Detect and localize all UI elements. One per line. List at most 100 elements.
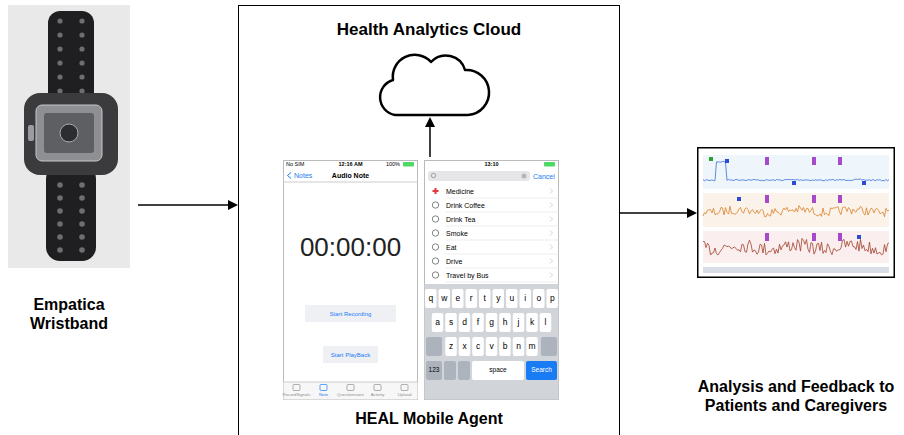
- key: [486, 337, 498, 356]
- strap-hole: [79, 247, 85, 253]
- row-rule: [446, 198, 559, 199]
- text-slot: a: [435, 318, 440, 327]
- strap-hole: [79, 234, 85, 240]
- screen-frame: [284, 161, 418, 400]
- text-slot: g: [489, 318, 494, 327]
- nav-title: Audio Note: [332, 172, 369, 179]
- list-item: Drive: [446, 258, 462, 265]
- tab-label: RecordSignals: [283, 393, 311, 397]
- text-slot: Start Recording: [330, 311, 372, 317]
- key: [445, 313, 457, 332]
- cloud-shape: [380, 55, 489, 115]
- text-slot: 00:00:00: [300, 234, 401, 260]
- text-slot: Search: [531, 367, 552, 374]
- chart-band: [703, 193, 889, 227]
- sensor-lens: [60, 124, 78, 142]
- key-letter: q: [428, 294, 433, 303]
- key-letter: e: [455, 294, 460, 303]
- text-slot: p: [550, 294, 555, 303]
- button-ground: [305, 305, 396, 322]
- wristband-photo: [8, 5, 130, 268]
- row-chevron: [550, 259, 553, 264]
- status-text: 12:16 AM: [339, 162, 363, 168]
- strap-hole: [57, 221, 63, 227]
- event-marker: [838, 233, 842, 241]
- status-text: 100%: [386, 162, 400, 168]
- tab-rule: [283, 382, 418, 383]
- keyboard: [425, 284, 559, 400]
- key-letter: j: [518, 318, 520, 327]
- text-slot: 12:16 AM: [339, 162, 363, 168]
- status-text: No SIM: [286, 162, 304, 168]
- flow-arrow: [138, 200, 238, 210]
- sensor-window: [44, 113, 94, 153]
- key: [526, 361, 557, 380]
- connector-line: [620, 212, 688, 214]
- chart-band: [703, 155, 889, 189]
- text-slot: e: [455, 294, 460, 303]
- strap-hole: [57, 18, 62, 23]
- key-letter: a: [435, 318, 440, 327]
- key-letter: f: [477, 318, 479, 327]
- nav-back: Notes: [294, 172, 312, 179]
- key: [444, 361, 456, 380]
- text-slot: Medicine: [446, 188, 474, 195]
- clear-icon: [522, 174, 527, 179]
- row-chevron: [550, 189, 553, 194]
- row-icon: [432, 230, 438, 236]
- row-rule: [446, 254, 559, 255]
- row-rule: [446, 240, 559, 241]
- text-slot: Drink Tea: [446, 216, 475, 223]
- key: [472, 313, 484, 332]
- strap-hole: [57, 88, 62, 93]
- strap-hole: [57, 46, 62, 51]
- key-letter: z: [449, 342, 453, 351]
- key-letter: x: [462, 342, 466, 351]
- strap-hole: [79, 221, 85, 227]
- event-marker: [709, 157, 713, 161]
- platform-box: Health Analytics CloudHEAL Mobile AgentN…: [238, 5, 620, 435]
- row-icon: [432, 244, 438, 250]
- list-item: Smoke: [446, 230, 468, 237]
- box-heading: Health Analytics Cloud: [239, 20, 619, 40]
- text-slot: v: [489, 342, 493, 351]
- key: [513, 313, 525, 332]
- output-label: Analysis and Feedback to Patients and Ca…: [691, 377, 901, 415]
- row-icon: [432, 258, 438, 264]
- phone-screenshot: [283, 161, 418, 400]
- key: [506, 289, 518, 308]
- text-slot: 123: [429, 367, 440, 374]
- list-item: Drink Coffee: [446, 202, 485, 209]
- key-letter: w: [441, 294, 447, 303]
- key: [472, 361, 524, 380]
- row-rule: [446, 268, 559, 269]
- cancel-button: Cancel: [533, 173, 555, 180]
- key: [472, 337, 484, 356]
- event-marker: [792, 181, 796, 185]
- key-letter: b: [503, 342, 508, 351]
- row-rule: [446, 282, 559, 283]
- key-letter: l: [545, 318, 547, 327]
- text-slot: Start PlayBack: [331, 352, 370, 358]
- search-field: [428, 171, 530, 181]
- tab-label: Questionnaire: [337, 393, 364, 397]
- text-slot: Travel by Bus: [446, 272, 489, 279]
- strap-hole: [79, 182, 85, 188]
- sensor-plate: [36, 105, 102, 161]
- text-slot: Smoke: [446, 230, 468, 237]
- row-icon: [433, 188, 439, 194]
- text-slot: Drink Coffee: [446, 202, 485, 209]
- tab-icon: [347, 385, 354, 391]
- text-slot: w: [441, 294, 447, 303]
- connector-line: [138, 204, 229, 206]
- text-slot: s: [449, 318, 453, 327]
- event-marker: [862, 181, 866, 185]
- strap-hole: [79, 88, 84, 93]
- text-slot: Eat: [446, 244, 457, 251]
- screen-frame: [425, 161, 559, 400]
- phone-screen: 13:10CancelMedicineDrink CoffeeDrink Tea…: [424, 160, 559, 400]
- row-icon: [432, 272, 438, 278]
- sensor-case: [24, 93, 118, 175]
- arrow-head: [228, 200, 238, 210]
